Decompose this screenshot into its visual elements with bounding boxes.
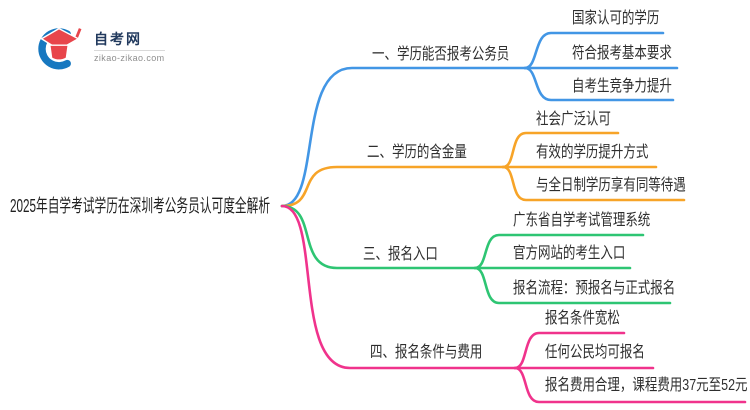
branch-2-label[interactable]: 二、学历的含金量 [367, 144, 467, 161]
branch-2-child-2[interactable]: 有效的学历提升方式 [536, 144, 649, 161]
logo-text-block: 自考网 zikao-zikao.com [94, 30, 165, 64]
branch-1-child-2[interactable]: 符合报考基本要求 [572, 45, 672, 62]
branch-4-child-3[interactable]: 报名费用合理，课程费用37元至52元 [545, 377, 748, 394]
branch-1-lines [280, 31, 679, 208]
branch-4-label[interactable]: 四、报名条件与费用 [370, 344, 483, 361]
branch-3-child-2[interactable]: 官方网站的考生入口 [513, 245, 626, 262]
branch-2-child-3[interactable]: 与全日制学历享有同等待遇 [536, 177, 686, 194]
site-logo: 自考网 zikao-zikao.com [36, 22, 165, 72]
branch-3-child-3[interactable]: 报名流程：预报名与正式报名 [513, 280, 676, 297]
graduation-cap-logo-icon [38, 27, 82, 70]
branch-3-lines [280, 204, 672, 305]
branch-1-child-3[interactable]: 自考生竞争力提升 [572, 78, 672, 95]
branch-3-child-1[interactable]: 广东省自学考试管理系统 [513, 212, 651, 229]
logo-title: 自考网 [94, 31, 142, 47]
root-node[interactable]: 2025年自学考试学历在深圳考公务员认可度全解析 [10, 196, 271, 216]
branch-4-child-2[interactable]: 任何公民均可报名 [545, 344, 645, 361]
branch-1-child-1[interactable]: 国家认可的学历 [572, 10, 660, 27]
logo-domain: zikao-zikao.com [94, 53, 165, 63]
branch-4-child-1[interactable]: 报名条件宽松 [545, 310, 620, 327]
branch-2-child-1[interactable]: 社会广泛认可 [536, 111, 611, 128]
logo-divider [94, 50, 165, 51]
branch-3-label[interactable]: 三、报名入口 [363, 246, 438, 263]
branch-1-label[interactable]: 一、学历能否报考公务员 [372, 46, 510, 63]
branch-2-lines [280, 131, 686, 208]
branch-4-lines [280, 204, 747, 404]
